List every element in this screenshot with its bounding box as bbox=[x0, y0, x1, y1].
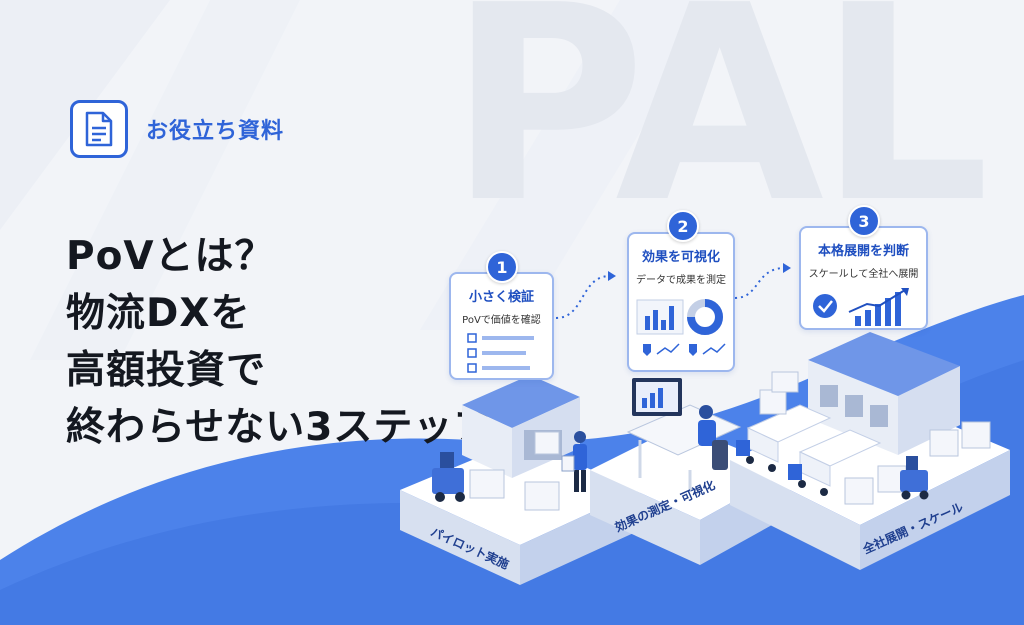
step-card-1: 小さく検証 PoVで価値を確認 bbox=[449, 272, 554, 380]
forklift-icon bbox=[900, 456, 929, 500]
step-card-3: 本格展開を判断 スケールして全社へ展開 bbox=[799, 226, 928, 330]
step-subtitle: PoVで価値を確認 bbox=[462, 315, 541, 326]
step-card-2: 効果を可視化 データで成果を測定 bbox=[627, 232, 735, 372]
worker-icon bbox=[561, 431, 587, 492]
badge-label: お役立ち資料 bbox=[146, 119, 285, 144]
forklift-icon bbox=[432, 452, 465, 502]
headline-line: PoVとは？ bbox=[66, 234, 275, 279]
watermark-text: PAL bbox=[448, 0, 990, 262]
step-number: 1 bbox=[486, 251, 518, 283]
headline-line: 高額投資で bbox=[66, 348, 267, 393]
analyst-desk-icon bbox=[626, 378, 742, 492]
warehouse-icon bbox=[462, 375, 580, 478]
step-title: 小さく検証 bbox=[468, 290, 534, 305]
step-subtitle: データで成果を測定 bbox=[636, 275, 726, 286]
step-number: 3 bbox=[848, 205, 880, 237]
headline-line: 物流DXを bbox=[66, 291, 251, 336]
warehouse-icon bbox=[808, 332, 960, 455]
connector-arrow bbox=[734, 267, 786, 299]
step-number: 2 bbox=[667, 210, 699, 242]
step-subtitle: スケールして全社へ展開 bbox=[808, 269, 919, 280]
headline-line: 終わらせない3ステップ bbox=[66, 405, 494, 450]
boxes-icon bbox=[469, 431, 560, 511]
step-title: 効果を可視化 bbox=[641, 250, 720, 265]
resource-badge: お役立ち資料 bbox=[70, 100, 284, 158]
growth-chart-icon bbox=[812, 288, 909, 326]
step-title: 本格展開を判断 bbox=[817, 244, 909, 259]
analytics-icon bbox=[636, 299, 726, 356]
arrow-head-icon bbox=[608, 271, 616, 281]
connector-arrow bbox=[555, 275, 611, 319]
headline: PoVとは？ 物流DXを 高額投資で 終わらせない3ステップ bbox=[66, 228, 493, 456]
checklist-icon bbox=[466, 333, 534, 373]
truck-icon bbox=[788, 429, 882, 496]
arrow-head-icon bbox=[783, 263, 791, 273]
document-icon bbox=[70, 100, 128, 158]
truck-icon bbox=[736, 404, 832, 472]
